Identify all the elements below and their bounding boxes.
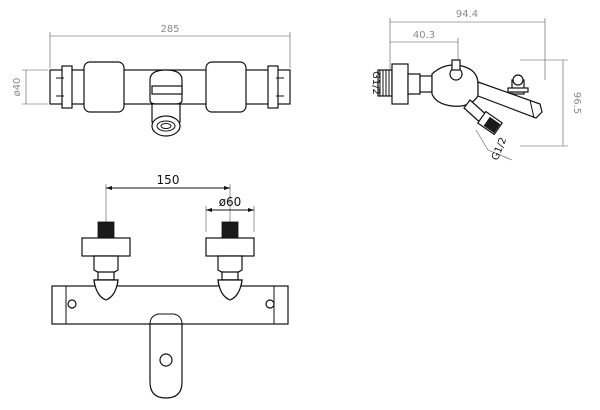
side-inner-label: 40.3 [413, 30, 435, 41]
front-view: 150 ø60 [51, 173, 289, 399]
side-outlet-thread-label: G1/2 [490, 136, 509, 162]
top-width-label: 285 [160, 24, 179, 35]
side-height-label: 96.5 [571, 92, 582, 114]
front-body-bar [51, 285, 289, 325]
top-view: 285 ø40 [12, 24, 291, 137]
front-diameter-label: ø60 [219, 195, 242, 209]
top-height-label: ø40 [12, 78, 23, 97]
side-inlet-thread-label: G1/2 [370, 71, 381, 95]
side-total-label: 94.4 [456, 9, 478, 20]
front-spacing-label: 150 [157, 173, 180, 187]
side-view: 94.4 40.3 96.5 G1/2 [370, 9, 582, 162]
